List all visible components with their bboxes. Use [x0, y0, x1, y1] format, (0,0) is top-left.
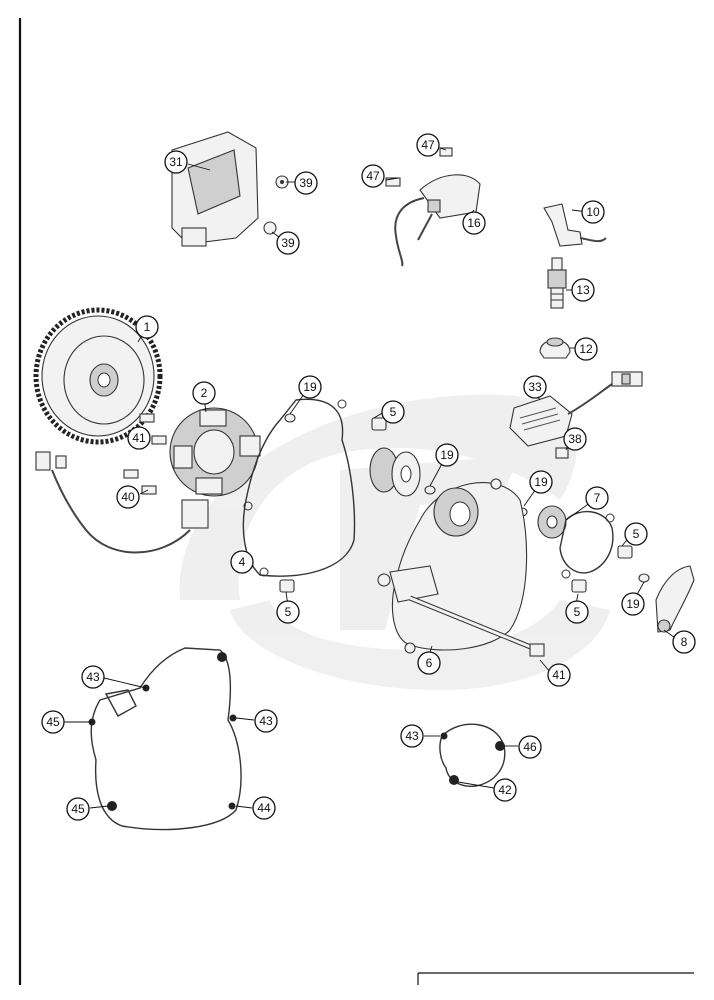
callout-c41b: 41 — [547, 663, 571, 687]
callout-c39b: 39 — [276, 231, 300, 255]
stator-bolts — [123, 413, 167, 495]
callout-c19a: 19 — [298, 375, 322, 399]
callout-c39a: 39 — [294, 171, 318, 195]
flywheel-part — [33, 307, 163, 445]
callout-c43b: 43 — [254, 709, 278, 733]
svg-text:39: 39 — [281, 236, 295, 250]
stator-part — [169, 407, 261, 529]
svg-text:38: 38 — [568, 432, 582, 446]
svg-text:2: 2 — [201, 386, 208, 400]
svg-text:31: 31 — [169, 155, 183, 169]
svg-text:16: 16 — [467, 216, 481, 230]
callout-c45a: 45 — [41, 710, 65, 734]
callout-c5c: 5 — [624, 522, 648, 546]
large-gasket-outline-part — [88, 647, 242, 831]
svg-text:45: 45 — [71, 802, 85, 816]
dowel-part — [279, 417, 633, 593]
callout-c43a: 43 — [81, 665, 105, 689]
svg-text:8: 8 — [681, 635, 688, 649]
stator-wire-harness — [35, 451, 191, 554]
svg-text:5: 5 — [285, 605, 292, 619]
callout-c44: 44 — [252, 796, 276, 820]
callout-c43c: 43 — [400, 724, 424, 748]
lever-part — [655, 565, 695, 633]
svg-text:19: 19 — [534, 475, 548, 489]
callout-c4: 4 — [230, 550, 254, 574]
svg-text:39: 39 — [299, 176, 313, 190]
callout-c38: 38 — [563, 427, 587, 451]
callout-c19c: 19 — [529, 470, 553, 494]
callout-c2: 2 — [192, 381, 216, 405]
callout-c45b: 45 — [66, 797, 90, 821]
callout-c7: 7 — [585, 486, 609, 510]
cover-gasket-part — [242, 398, 356, 577]
callout-c19b: 19 — [435, 443, 459, 467]
svg-text:33: 33 — [528, 380, 542, 394]
callout-c16: 16 — [462, 211, 486, 235]
svg-text:19: 19 — [303, 380, 317, 394]
svg-text:47: 47 — [421, 138, 435, 152]
callout-c47b: 47 — [361, 164, 385, 188]
svg-text:40: 40 — [121, 490, 135, 504]
spark-plug-cap-part — [543, 203, 607, 247]
ignition-coil-part — [394, 174, 481, 267]
callout-c40: 40 — [116, 485, 140, 509]
callout-c6: 6 — [417, 651, 441, 675]
callout-c41a: 41 — [127, 426, 151, 450]
callout-c5a: 5 — [381, 400, 405, 424]
nut-part — [263, 175, 289, 235]
svg-text:7: 7 — [594, 491, 601, 505]
callout-c42: 42 — [493, 778, 517, 802]
spark-plug-part — [547, 257, 567, 309]
svg-text:10: 10 — [586, 205, 600, 219]
svg-text:47: 47 — [366, 169, 380, 183]
svg-text:46: 46 — [523, 740, 537, 754]
svg-text:43: 43 — [405, 729, 419, 743]
svg-text:1: 1 — [144, 320, 151, 334]
svg-text:42: 42 — [498, 783, 512, 797]
svg-text:43: 43 — [86, 670, 100, 684]
callout-c8: 8 — [672, 630, 696, 654]
callout-c1: 1 — [135, 315, 159, 339]
svg-text:19: 19 — [440, 448, 454, 462]
svg-text:5: 5 — [390, 405, 397, 419]
callout-c31: 31 — [164, 150, 188, 174]
svg-text:19: 19 — [626, 597, 640, 611]
callout-c10: 10 — [581, 200, 605, 224]
callout-c47a: 47 — [416, 133, 440, 157]
svg-text:4: 4 — [239, 555, 246, 569]
timing-gear-part — [537, 505, 567, 539]
svg-text:5: 5 — [633, 527, 640, 541]
callout-c5d: 5 — [565, 600, 589, 624]
screw-part — [555, 447, 569, 459]
cdi-unit-part — [171, 131, 259, 247]
callout-c13: 13 — [571, 278, 595, 302]
small-cover-gasket-part — [559, 510, 615, 579]
svg-text:12: 12 — [579, 342, 593, 356]
small-gasket-outline-part — [439, 723, 506, 787]
svg-text:13: 13 — [576, 283, 590, 297]
svg-text:41: 41 — [132, 431, 146, 445]
callout-c5b: 5 — [276, 600, 300, 624]
callout-c46: 46 — [518, 735, 542, 759]
svg-text:5: 5 — [574, 605, 581, 619]
svg-text:44: 44 — [257, 801, 271, 815]
starter-gear-part — [369, 447, 421, 497]
callout-c33: 33 — [523, 375, 547, 399]
voltage-regulator-part — [509, 371, 643, 447]
long-bolt-part — [409, 595, 545, 657]
svg-text:43: 43 — [259, 714, 273, 728]
callout-c12: 12 — [574, 337, 598, 361]
svg-text:45: 45 — [46, 715, 60, 729]
svg-text:41: 41 — [552, 668, 566, 682]
bolt-part — [385, 147, 453, 187]
svg-text:6: 6 — [426, 656, 433, 670]
seal-part — [539, 337, 571, 359]
callout-c19d: 19 — [621, 592, 645, 616]
ignition-cover-part — [377, 478, 528, 654]
